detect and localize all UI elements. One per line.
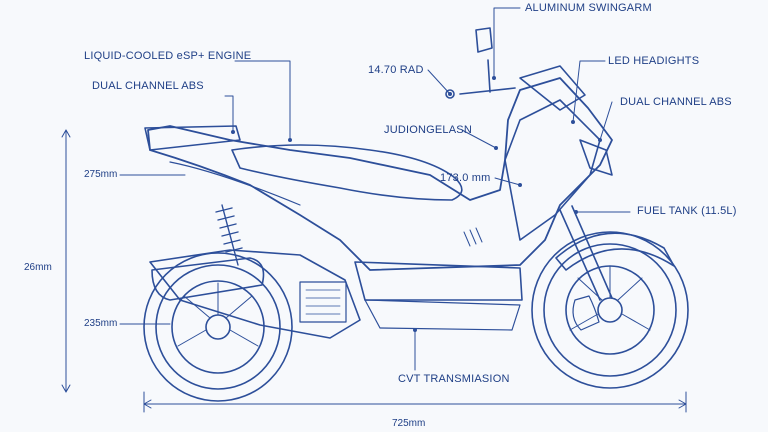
dimension-lines: [61, 129, 687, 413]
dimension-235: 235mm: [84, 318, 118, 329]
rear-cowl: [144, 125, 241, 151]
front-wheel: [531, 231, 689, 389]
label-cvt-transmission: CVT TRANSMIASION: [398, 373, 510, 385]
label-rad-value: 14.70 RAD: [368, 64, 424, 76]
rear-shock: [215, 204, 243, 266]
windscreen: [519, 65, 586, 111]
label-liquid-cooled-engine: LIQUID-COOLED eSP+ ENGINE: [84, 50, 252, 62]
body-shell: [147, 77, 613, 271]
tail-stripe: [169, 161, 301, 206]
dimension-275: 275mm: [84, 169, 118, 180]
label-led-headlights: LED HEADIGHTS: [608, 55, 700, 67]
leader-lines: [224, 7, 631, 371]
muffler: [151, 257, 265, 301]
label-fuel-tank: FUEL TANK (11.5L): [637, 205, 737, 217]
handlebar: [445, 27, 516, 99]
headlight: [579, 139, 613, 176]
front-fender: [555, 232, 675, 271]
seat: [231, 144, 463, 201]
label-aluminum-swingarm: ALUMINUM SWINGARM: [525, 2, 652, 14]
label-dual-channel-abs-left: DUAL CHANNEL ABS: [92, 80, 204, 92]
label-garbled: JUDIONGELASN: [384, 124, 472, 136]
engine-fins: [299, 281, 347, 323]
engine-block: [149, 249, 361, 339]
floorboard: [354, 261, 523, 301]
front-fork: [559, 205, 613, 301]
dimension-725: 725mm: [392, 418, 426, 429]
rear-wheel: [143, 252, 293, 402]
leader-dots: [231, 76, 602, 332]
label-dual-channel-abs-right: DUAL CHANNEL ABS: [620, 96, 732, 108]
dimension-26: 26mm: [24, 262, 52, 273]
leg-shield: [504, 99, 601, 241]
label-dimension-173: 173.0 mm: [440, 172, 491, 184]
